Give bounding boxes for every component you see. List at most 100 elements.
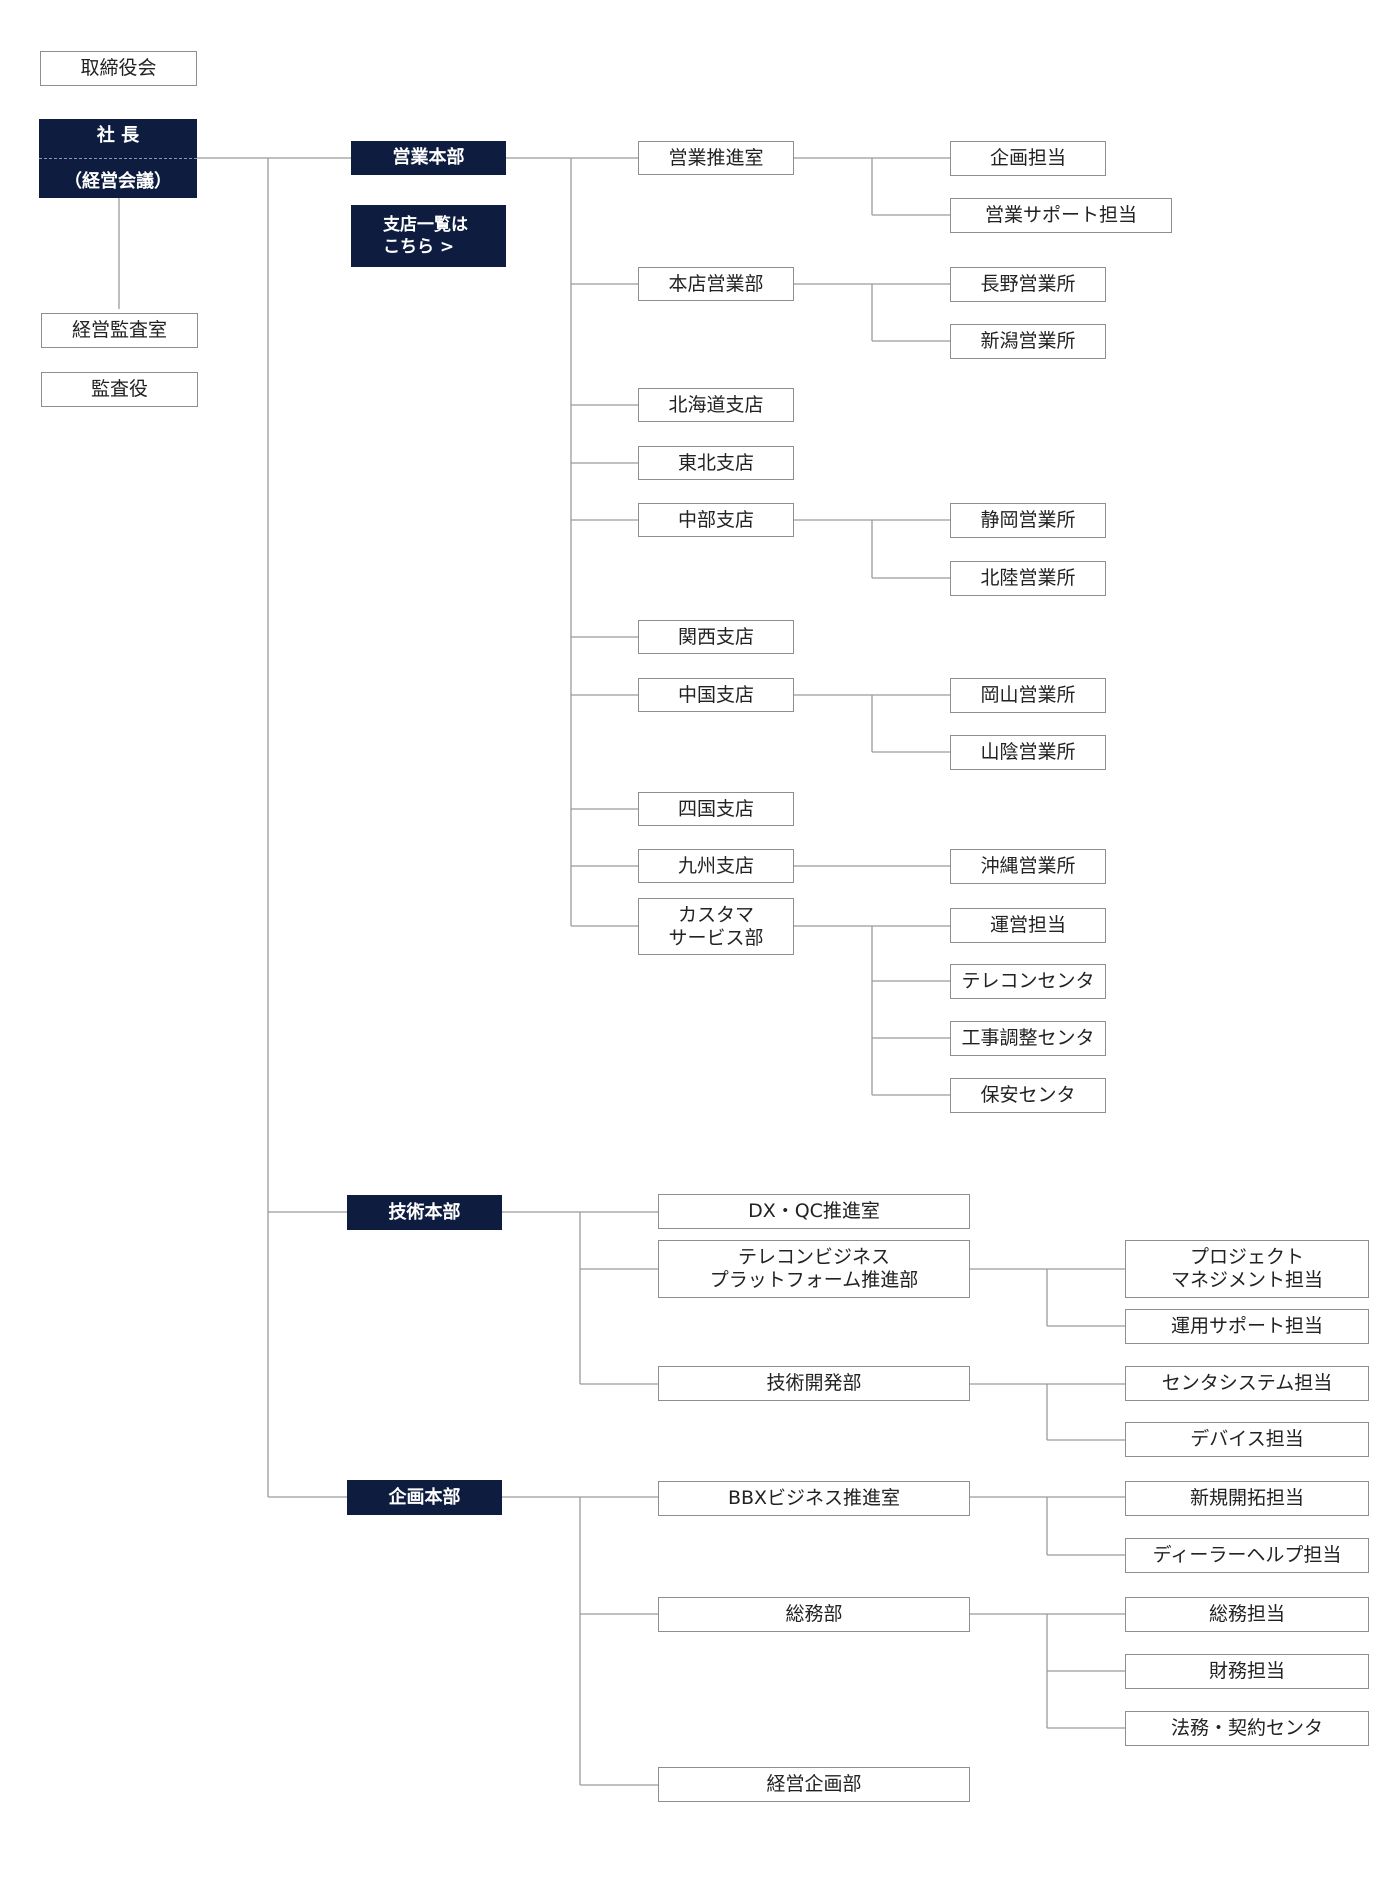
board-of-directors-box: 取締役会: [40, 51, 197, 86]
finance-staff-box: 財務担当: [1125, 1654, 1369, 1689]
ops-support-label: 運用サポート担当: [1170, 1315, 1323, 1338]
tech-hq-box: 技術本部: [347, 1195, 502, 1230]
telecom-platform-line2: プラットフォーム推進部: [709, 1269, 919, 1291]
construction-center-box: 工事調整センタ: [950, 1021, 1106, 1056]
head-office-sales-label: 本店営業部: [668, 272, 764, 295]
shikoku-branch-box: 四国支店: [638, 792, 794, 826]
sales-support-label: 営業サポート担当: [984, 204, 1137, 227]
tohoku-branch-box: 東北支店: [638, 446, 794, 480]
center-system-box: センタシステム担当: [1125, 1366, 1369, 1401]
corporate-planning-label: 経営企画部: [766, 1773, 862, 1796]
tech-dev-label: 技術開発部: [766, 1372, 862, 1395]
kansai-branch-label: 関西支店: [677, 625, 754, 648]
kyushu-branch-box: 九州支店: [638, 849, 794, 883]
legal-center-label: 法務・契約センタ: [1170, 1717, 1323, 1740]
operations-staff-box: 運営担当: [950, 908, 1106, 943]
project-management-line1: プロジェクト: [1189, 1246, 1304, 1269]
hokkaido-branch-box: 北海道支店: [638, 388, 794, 422]
shizuoka-office-box: 静岡営業所: [950, 503, 1106, 538]
center-system-label: センタシステム担当: [1161, 1372, 1333, 1395]
device-staff-label: デバイス担当: [1190, 1428, 1304, 1451]
customer-service-line1: カスタマ: [677, 903, 754, 926]
hokuriku-office-box: 北陸営業所: [950, 561, 1106, 596]
tohoku-branch-label: 東北支店: [677, 451, 754, 474]
sanin-office-label: 山陰営業所: [980, 741, 1076, 764]
new-development-label: 新規開拓担当: [1189, 1487, 1304, 1510]
chubu-branch-label: 中部支店: [677, 508, 754, 531]
sales-promotion-box: 営業推進室: [638, 141, 794, 175]
sanin-office-box: 山陰営業所: [950, 735, 1106, 770]
security-center-label: 保安センタ: [980, 1084, 1076, 1107]
chubu-branch-box: 中部支店: [638, 503, 794, 537]
project-management-box: プロジェクト マネジメント担当: [1125, 1240, 1369, 1298]
hokkaido-branch-label: 北海道支店: [668, 393, 764, 416]
telecom-platform-box: テレコンビジネス プラットフォーム推進部: [658, 1240, 970, 1298]
telecon-center-box: テレコンセンタ: [950, 964, 1106, 999]
planning-staff-label: 企画担当: [989, 147, 1066, 170]
nagano-office-label: 長野営業所: [980, 273, 1076, 296]
customer-service-box: カスタマ サービス部: [638, 898, 794, 955]
general-affairs-staff-label: 総務担当: [1208, 1603, 1285, 1626]
project-management-line2: マネジメント担当: [1170, 1269, 1323, 1291]
niigata-office-label: 新潟営業所: [980, 330, 1076, 353]
dx-qc-box: DX・QC推進室: [658, 1194, 970, 1229]
sales-hq-box: 営業本部: [351, 141, 506, 175]
plan-hq-label: 企画本部: [388, 1486, 461, 1508]
kansai-branch-box: 関西支店: [638, 620, 794, 654]
branch-link-line1: 支店一覧は: [383, 214, 468, 235]
tech-dev-box: 技術開発部: [658, 1366, 970, 1401]
tech-hq-label: 技術本部: [388, 1201, 461, 1223]
branch-link-line2: こちら >: [383, 237, 455, 257]
president-sub: （経営会議）: [64, 170, 172, 192]
president-separator: [39, 157, 197, 159]
kyushu-branch-label: 九州支店: [677, 854, 754, 877]
telecon-center-label: テレコンセンタ: [961, 970, 1095, 993]
president-box: 社 長 （経営会議）: [39, 119, 197, 198]
audit-office-label: 経営監査室: [71, 319, 167, 342]
board-label: 取締役会: [80, 57, 157, 80]
shizuoka-office-label: 静岡営業所: [980, 509, 1076, 532]
sales-support-box: 営業サポート担当: [950, 198, 1172, 233]
auditor-label: 監査役: [90, 378, 148, 401]
shikoku-branch-label: 四国支店: [677, 797, 754, 820]
legal-center-box: 法務・契約センタ: [1125, 1711, 1369, 1746]
general-affairs-staff-box: 総務担当: [1125, 1597, 1369, 1632]
plan-hq-box: 企画本部: [347, 1480, 502, 1515]
planning-staff-box: 企画担当: [950, 141, 1106, 176]
head-office-sales-box: 本店営業部: [638, 267, 794, 301]
operations-staff-label: 運営担当: [989, 914, 1066, 937]
dx-qc-label: DX・QC推進室: [748, 1200, 880, 1223]
security-center-box: 保安センタ: [950, 1078, 1106, 1113]
telecom-platform-line1: テレコンビジネス: [737, 1246, 890, 1269]
finance-staff-label: 財務担当: [1208, 1660, 1285, 1683]
nagano-office-box: 長野営業所: [950, 267, 1106, 302]
corporate-planning-box: 経営企画部: [658, 1767, 970, 1802]
okayama-office-label: 岡山営業所: [980, 684, 1076, 707]
dealer-help-box: ディーラーヘルプ担当: [1125, 1538, 1369, 1573]
new-development-box: 新規開拓担当: [1125, 1481, 1369, 1516]
general-affairs-box: 総務部: [658, 1597, 970, 1632]
auditor-box: 監査役: [41, 372, 198, 407]
chugoku-branch-box: 中国支店: [638, 678, 794, 712]
bbx-promotion-label: BBXビジネス推進室: [727, 1487, 901, 1510]
device-staff-box: デバイス担当: [1125, 1422, 1369, 1457]
chugoku-branch-label: 中国支店: [677, 683, 754, 706]
branch-list-link[interactable]: 支店一覧は こちら >: [351, 205, 506, 267]
customer-service-line2: サービス部: [668, 926, 764, 949]
dealer-help-label: ディーラーヘルプ担当: [1152, 1544, 1342, 1567]
niigata-office-box: 新潟営業所: [950, 324, 1106, 359]
audit-office-box: 経営監査室: [41, 313, 198, 348]
hokuriku-office-label: 北陸営業所: [980, 567, 1076, 590]
president-title: 社 長: [96, 124, 140, 146]
bbx-promotion-box: BBXビジネス推進室: [658, 1481, 970, 1516]
construction-center-label: 工事調整センタ: [961, 1027, 1095, 1050]
okinawa-office-label: 沖縄営業所: [980, 855, 1076, 878]
sales-promotion-label: 営業推進室: [668, 146, 764, 169]
ops-support-box: 運用サポート担当: [1125, 1309, 1369, 1344]
general-affairs-label: 総務部: [785, 1603, 843, 1626]
okayama-office-box: 岡山営業所: [950, 678, 1106, 713]
sales-hq-label: 営業本部: [392, 147, 465, 169]
okinawa-office-box: 沖縄営業所: [950, 849, 1106, 884]
